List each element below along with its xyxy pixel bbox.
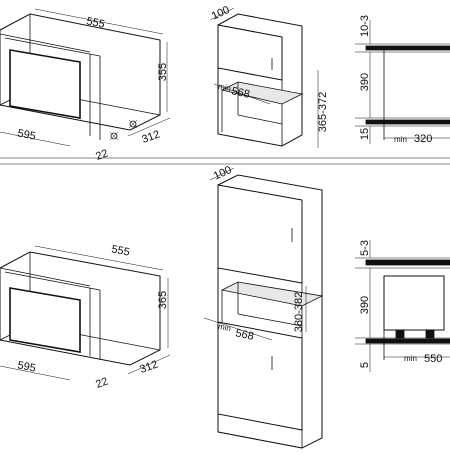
top-section-width-label: 320 [414, 133, 432, 145]
bottom-oven-depth-label: 312 [138, 358, 159, 376]
top-oven-offset-label: 22 [94, 147, 110, 162]
bottom-oven-width-label: 555 [110, 243, 130, 258]
top-section-drawing [355, 20, 450, 144]
top-section-bottom-label: 15 [359, 128, 371, 140]
top-cabinet-drawing [209, 7, 319, 148]
top-section-height-label: 390 [359, 73, 371, 91]
top-cabinet-niche-depth-prefix: min [217, 82, 231, 93]
top-cabinet-niche-depth-label: 568 [230, 85, 250, 101]
bottom-oven-front-width-label: 595 [16, 359, 36, 374]
bottom-section-gap-label: 5-3 [359, 240, 371, 256]
bottom-oven-height-label: 365 [157, 291, 169, 309]
bottom-section-width-label: 550 [424, 353, 442, 365]
top-cabinet-niche-height-label: 365-372 [317, 92, 329, 132]
bottom-oven-offset-label: 22 [94, 375, 110, 390]
bottom-section-width-prefix: min [404, 354, 417, 363]
bottom-cabinet-niche-depth-label: 568 [234, 327, 254, 343]
bottom-section-bottom-label: 5 [359, 362, 371, 368]
top-oven-front-width-label: 595 [16, 127, 36, 142]
top-oven-height-label: 355 [157, 63, 169, 81]
top-oven-width-label: 555 [85, 15, 105, 30]
bottom-cabinet-drawing [203, 167, 324, 449]
top-section-gap-label: 10-3 [359, 15, 371, 37]
bottom-section-drawing [355, 240, 450, 372]
bottom-cabinet-niche-height-label: 380-382 [293, 292, 305, 332]
top-section-width-prefix: min [394, 135, 407, 144]
top-oven-drawing [0, 8, 171, 147]
top-oven-depth-label: 312 [140, 128, 161, 146]
bottom-section-height-label: 390 [359, 296, 371, 314]
bottom-oven-drawing [0, 245, 171, 381]
bottom-cabinet-niche-depth-prefix: min [217, 322, 231, 333]
